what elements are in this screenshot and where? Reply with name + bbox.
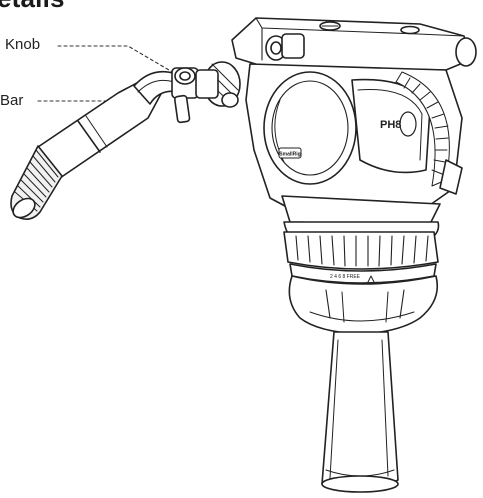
badge-cover [351, 78, 431, 174]
pan-bar [10, 70, 181, 220]
section-heading: etails [0, 0, 65, 14]
handle-end [321, 475, 399, 493]
tilt-gear-ring [395, 71, 450, 187]
head-body: SmallRig PH8 [245, 63, 463, 215]
index-mark [367, 275, 375, 283]
half-ball-bowl [288, 275, 439, 335]
knurl-ridges [295, 235, 429, 267]
clamp-lever [173, 94, 191, 124]
small-lock-knob [221, 92, 239, 108]
tilt-drum [263, 71, 357, 185]
model-badge: PH8 [380, 119, 401, 131]
grip-ribs [14, 149, 59, 212]
collar-scale: 2 4 6 8 FREE [330, 274, 361, 280]
knurled-ring [283, 231, 439, 270]
callout-label-bar: Bar [0, 92, 24, 109]
brand-mark: SmallRig [279, 152, 300, 158]
mount-screw-2 [400, 25, 420, 35]
side-lever [439, 159, 463, 195]
leader-line-knob [57, 45, 187, 81]
pan-bar-clamp-knob [171, 61, 241, 124]
brand-plate [278, 147, 302, 159]
quick-release-plate [231, 17, 477, 71]
callout-label-knob: Knob [5, 36, 41, 53]
pan-collar: 2 4 6 8 FREE [281, 195, 441, 284]
plate-release-knob [455, 37, 477, 67]
leveling-handle [321, 331, 399, 493]
pan-bar-end-cap [12, 197, 36, 219]
